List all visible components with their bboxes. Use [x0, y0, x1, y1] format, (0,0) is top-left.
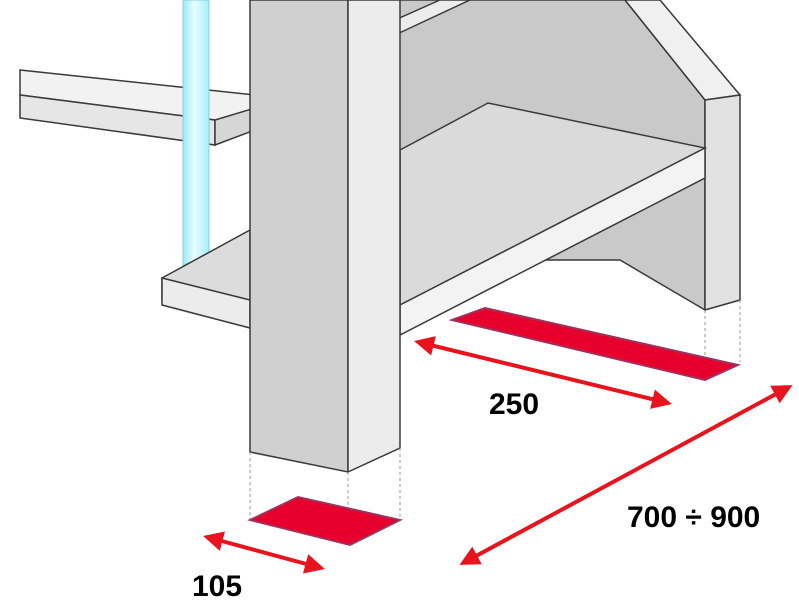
- post-width-arrow: [203, 531, 325, 574]
- post-footprint: [247, 495, 403, 547]
- baluster: [182, 0, 210, 275]
- stair-width-label: 700 ÷ 900: [627, 501, 760, 534]
- stringer-footprint: [448, 306, 742, 382]
- post-width-label: 105: [192, 570, 242, 603]
- dimension-arrows: [203, 336, 793, 574]
- upper-step: [19, 69, 256, 147]
- tread-depth-label: 250: [489, 388, 539, 421]
- stair-width-arrow: [459, 385, 793, 565]
- main-post: [249, 0, 401, 474]
